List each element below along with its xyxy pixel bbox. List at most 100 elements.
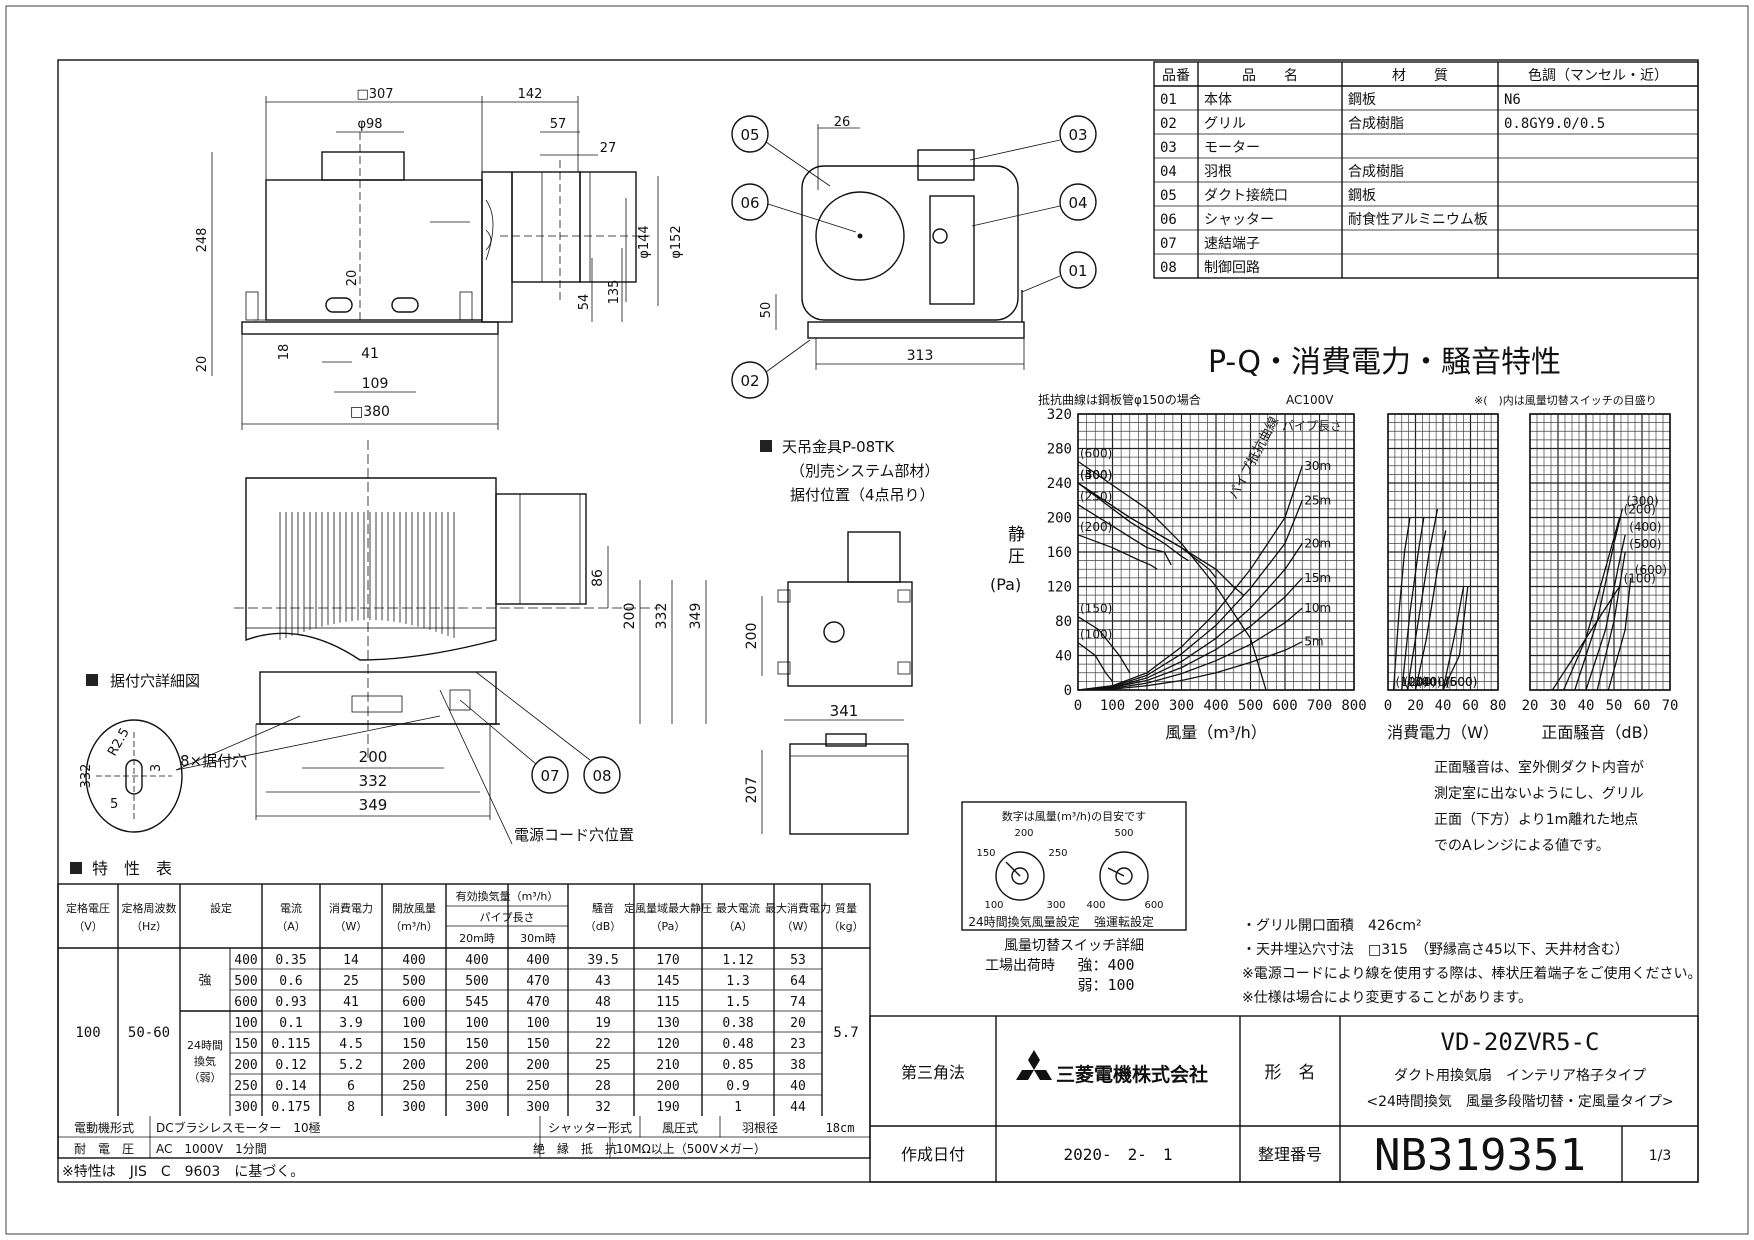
parts-cell: 02 [1160, 116, 1177, 132]
x-tick-label: 70 [1662, 698, 1679, 714]
bottom-view-dims: 86 200 332 349 200 332 349 [255, 546, 707, 820]
spec-header: 開放風量 [392, 901, 436, 915]
model-desc1: ダクト用換気扇 インテリア格子タイプ [1394, 1068, 1646, 1084]
spec-cell: 470 [526, 995, 549, 1010]
spec-cell: 600 [402, 995, 425, 1010]
dim-248: 248 [195, 228, 210, 253]
y-tick-label: 240 [1047, 476, 1072, 492]
spec-cell: 400 [402, 953, 425, 968]
parts-cell: 羽根 [1204, 164, 1232, 180]
shutter-value: 風圧式 [662, 1121, 698, 1135]
note-1: ・グリル開口面積 426cm² [1242, 918, 1422, 934]
resistance-curve [1077, 465, 1303, 691]
dim-332h: 332 [359, 772, 388, 790]
grille-slats [279, 512, 455, 640]
spec-cell: 500 [465, 974, 488, 989]
hanger-section: 天吊金具P-08TK （別売システム部材） 据付位置（4点吊り） 200 341… [744, 438, 940, 835]
chart-ylabel-1: 静 [1008, 525, 1025, 545]
spec-cell: 0.1 [279, 1016, 302, 1031]
series-label: (500) [1445, 675, 1477, 689]
series-label: (300) [1080, 468, 1112, 482]
dim-54: 54 [577, 294, 592, 311]
hanger-title: 天吊金具P-08TK [782, 438, 895, 456]
series-line [1077, 482, 1189, 562]
resistance-curve [1077, 641, 1303, 691]
dim-26: 26 [834, 115, 851, 130]
spec-cell: 210 [656, 1058, 679, 1073]
parts-cell: グリル [1204, 116, 1246, 132]
spec-header: 最大電流 [716, 901, 760, 915]
side-view [801, 149, 1025, 339]
dial1-title: 24時間換気風量設定 [968, 914, 1079, 929]
dial1-mark-150: 150 [976, 848, 995, 859]
spec-sub-30m: 30m時 [520, 932, 556, 945]
series-label: (600) [1445, 675, 1477, 689]
factory-label: 工場出荷時 [985, 958, 1055, 974]
insul-label: 絶 縁 抵 抗 [533, 1141, 617, 1156]
dim-109: 109 [362, 376, 389, 392]
parts-cell: 03 [1160, 140, 1177, 156]
section-marker-icon [86, 674, 98, 686]
series-label: (500) [1080, 468, 1112, 482]
parts-cell: 合成樹脂 [1348, 164, 1404, 180]
motor-label: 電動機形式 [74, 1120, 134, 1135]
callout-01: 01 [1068, 262, 1087, 280]
series-line [1077, 460, 1267, 691]
parts-cell: 本体 [1204, 92, 1232, 108]
resistance-label: 10m [1304, 601, 1331, 615]
callout-07: 07 [540, 767, 559, 785]
parts-cell: 鋼板 [1348, 92, 1376, 108]
y-tick-label: 40 [1055, 649, 1072, 665]
spec-cell: 64 [790, 974, 806, 989]
spec-cell: 0.85 [722, 1058, 753, 1073]
mount-detail: 据付穴詳細図 332 R2.5 3 5 8×据付穴 [79, 672, 441, 833]
note-3: ※電源コードにより線を使用する際は、棒状圧着端子をご使用ください。 [1242, 965, 1701, 982]
dim-332v: 332 [654, 603, 670, 630]
spec-cell: 0.35 [275, 953, 306, 968]
x-tick-label: 200 [1134, 698, 1159, 714]
series-label: (600) [1635, 563, 1667, 577]
drawing-number: NB319351 [1374, 1130, 1586, 1181]
x-tick-label: 20 [1407, 698, 1424, 714]
spec-cell: 120 [656, 1037, 679, 1052]
spec-group-weak: 換気 [194, 1054, 216, 1068]
x-tick-label: 500 [1238, 698, 1263, 714]
spec-cell: 0.6 [279, 974, 302, 989]
y-tick-label: 120 [1047, 580, 1072, 596]
spec-cell: 100 [526, 1016, 549, 1031]
chart-title: P-Q・消費電力・騒音特性 [1208, 345, 1561, 380]
chart-note-voltage: AC100V [1286, 393, 1334, 407]
spec-cell: 100 [402, 1016, 425, 1031]
parts-cell: 06 [1160, 212, 1177, 228]
parts-cell: 01 [1160, 92, 1177, 108]
series-label: (100) [1624, 572, 1656, 586]
number-label: 整理番号 [1258, 1145, 1322, 1164]
factory-strong: 強：400 [1077, 956, 1134, 974]
note-4: ※仕様は場合により変更することがあります。 [1242, 989, 1532, 1006]
x-tick-label: 50 [1606, 698, 1623, 714]
spec-cell: 400 [234, 953, 257, 968]
withstand-label: 耐 電 圧 [74, 1142, 134, 1156]
spec-header-effective: 有効換気量（m³/h） [456, 889, 559, 903]
dim-phi144: φ144 [637, 225, 652, 258]
model-number: VD-20ZVR5-C [1441, 1028, 1600, 1056]
spec-title: 特 性 表 [92, 859, 172, 878]
series-label: (100) [1080, 628, 1112, 642]
spec-cell: 1.5 [726, 995, 749, 1010]
spec-cell: 0.115 [271, 1037, 310, 1052]
series-label: (200) [1404, 675, 1436, 689]
spec-cell: 130 [656, 1016, 679, 1031]
spec-cell: 250 [526, 1079, 549, 1094]
noise-note-line4: でのAレンジによる値です。 [1434, 838, 1610, 854]
spec-cell: 100 [465, 1016, 488, 1031]
spec-header: （Hz） [131, 920, 167, 933]
spec-cell: 0.12 [275, 1058, 306, 1073]
airflow-dial-icon [995, 851, 1045, 901]
spec-group-weak: （弱） [189, 1071, 222, 1084]
spec-cell: 470 [526, 974, 549, 989]
spec-cell: 115 [656, 995, 679, 1010]
projection-label: 第三角法 [901, 1063, 965, 1082]
chart-note-right: ※( )内は風量切替スイッチの目盛り [1474, 393, 1657, 407]
